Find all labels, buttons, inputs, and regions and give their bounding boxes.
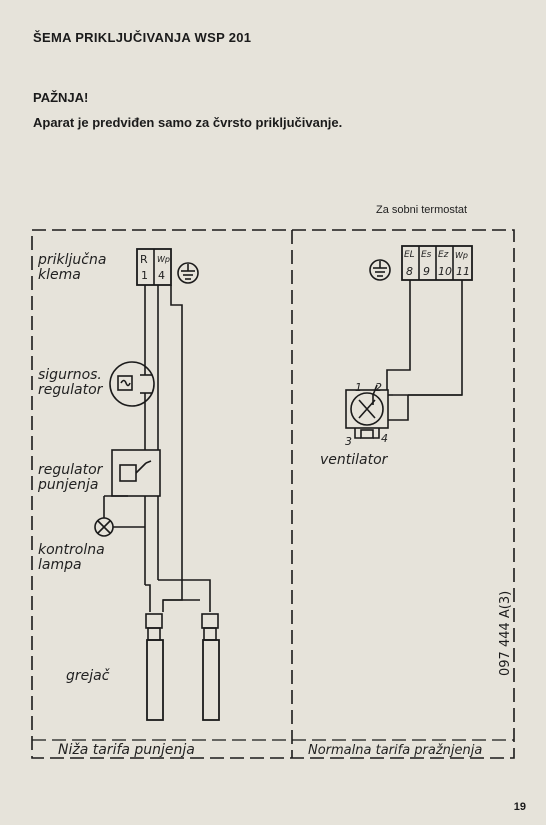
terminal-4: 4	[158, 269, 165, 282]
charge-regulator-icon	[111, 449, 161, 497]
terminal-9: 9	[423, 265, 430, 278]
terminal-EL: EL	[404, 250, 415, 260]
motor-pin-1: 1	[355, 381, 362, 394]
drawing-code: 097 444 A(3)	[498, 590, 513, 676]
motor-pin-2: 2	[375, 381, 382, 394]
terminal-R: R	[140, 253, 148, 266]
control-lamp-label: kontrolna lampa	[38, 542, 105, 573]
heater-label: grejač	[66, 668, 110, 684]
terminal-1: 1	[141, 269, 148, 282]
warning-text: Aparat je predviđen samo za čvrsto prikl…	[33, 115, 343, 130]
heater-1-connector	[145, 613, 163, 629]
warning-heading: PAŽNJA!	[33, 90, 89, 105]
heater-2-element	[202, 639, 220, 721]
ground-icon-left	[177, 262, 199, 284]
page-number: 19	[513, 801, 526, 813]
heater-2-connector	[201, 613, 219, 629]
safety-regulator-label: sigurnos. regulator	[38, 367, 103, 398]
fan-motor-housing	[345, 389, 389, 429]
terminal-8: 8	[406, 265, 413, 278]
heater-1-element	[146, 639, 164, 721]
right-terminal-block	[401, 245, 473, 281]
terminal-10: 10	[438, 265, 452, 278]
thermostat-label: Za sobni termostat	[376, 204, 468, 216]
charge-regulator-label: regulator punjenja	[38, 462, 103, 493]
fan-icon	[350, 392, 384, 426]
motor-pin-4: 4	[381, 432, 388, 445]
left-footer: Niža tarifa punjenja	[58, 742, 195, 758]
right-footer: Normalna tarifa pražnjenja	[308, 743, 483, 758]
outer-frame	[31, 229, 515, 759]
fan-label: ventilator	[320, 452, 388, 468]
terminal-Es: Es	[421, 250, 432, 260]
terminal-wp: Wp	[157, 255, 170, 264]
motor-pin-3: 3	[345, 435, 352, 448]
safety-regulator-icon	[109, 361, 155, 407]
terminal-11: 11	[456, 265, 470, 278]
terminal-Ez: Ez	[438, 250, 449, 260]
terminal-Wp-right: Wp	[455, 251, 468, 260]
page-title: ŠEMA PRIKLJUČIVANJA WSP 201	[33, 30, 252, 45]
ground-icon-right	[369, 259, 391, 281]
terminal-label: priključna klema	[38, 252, 107, 283]
